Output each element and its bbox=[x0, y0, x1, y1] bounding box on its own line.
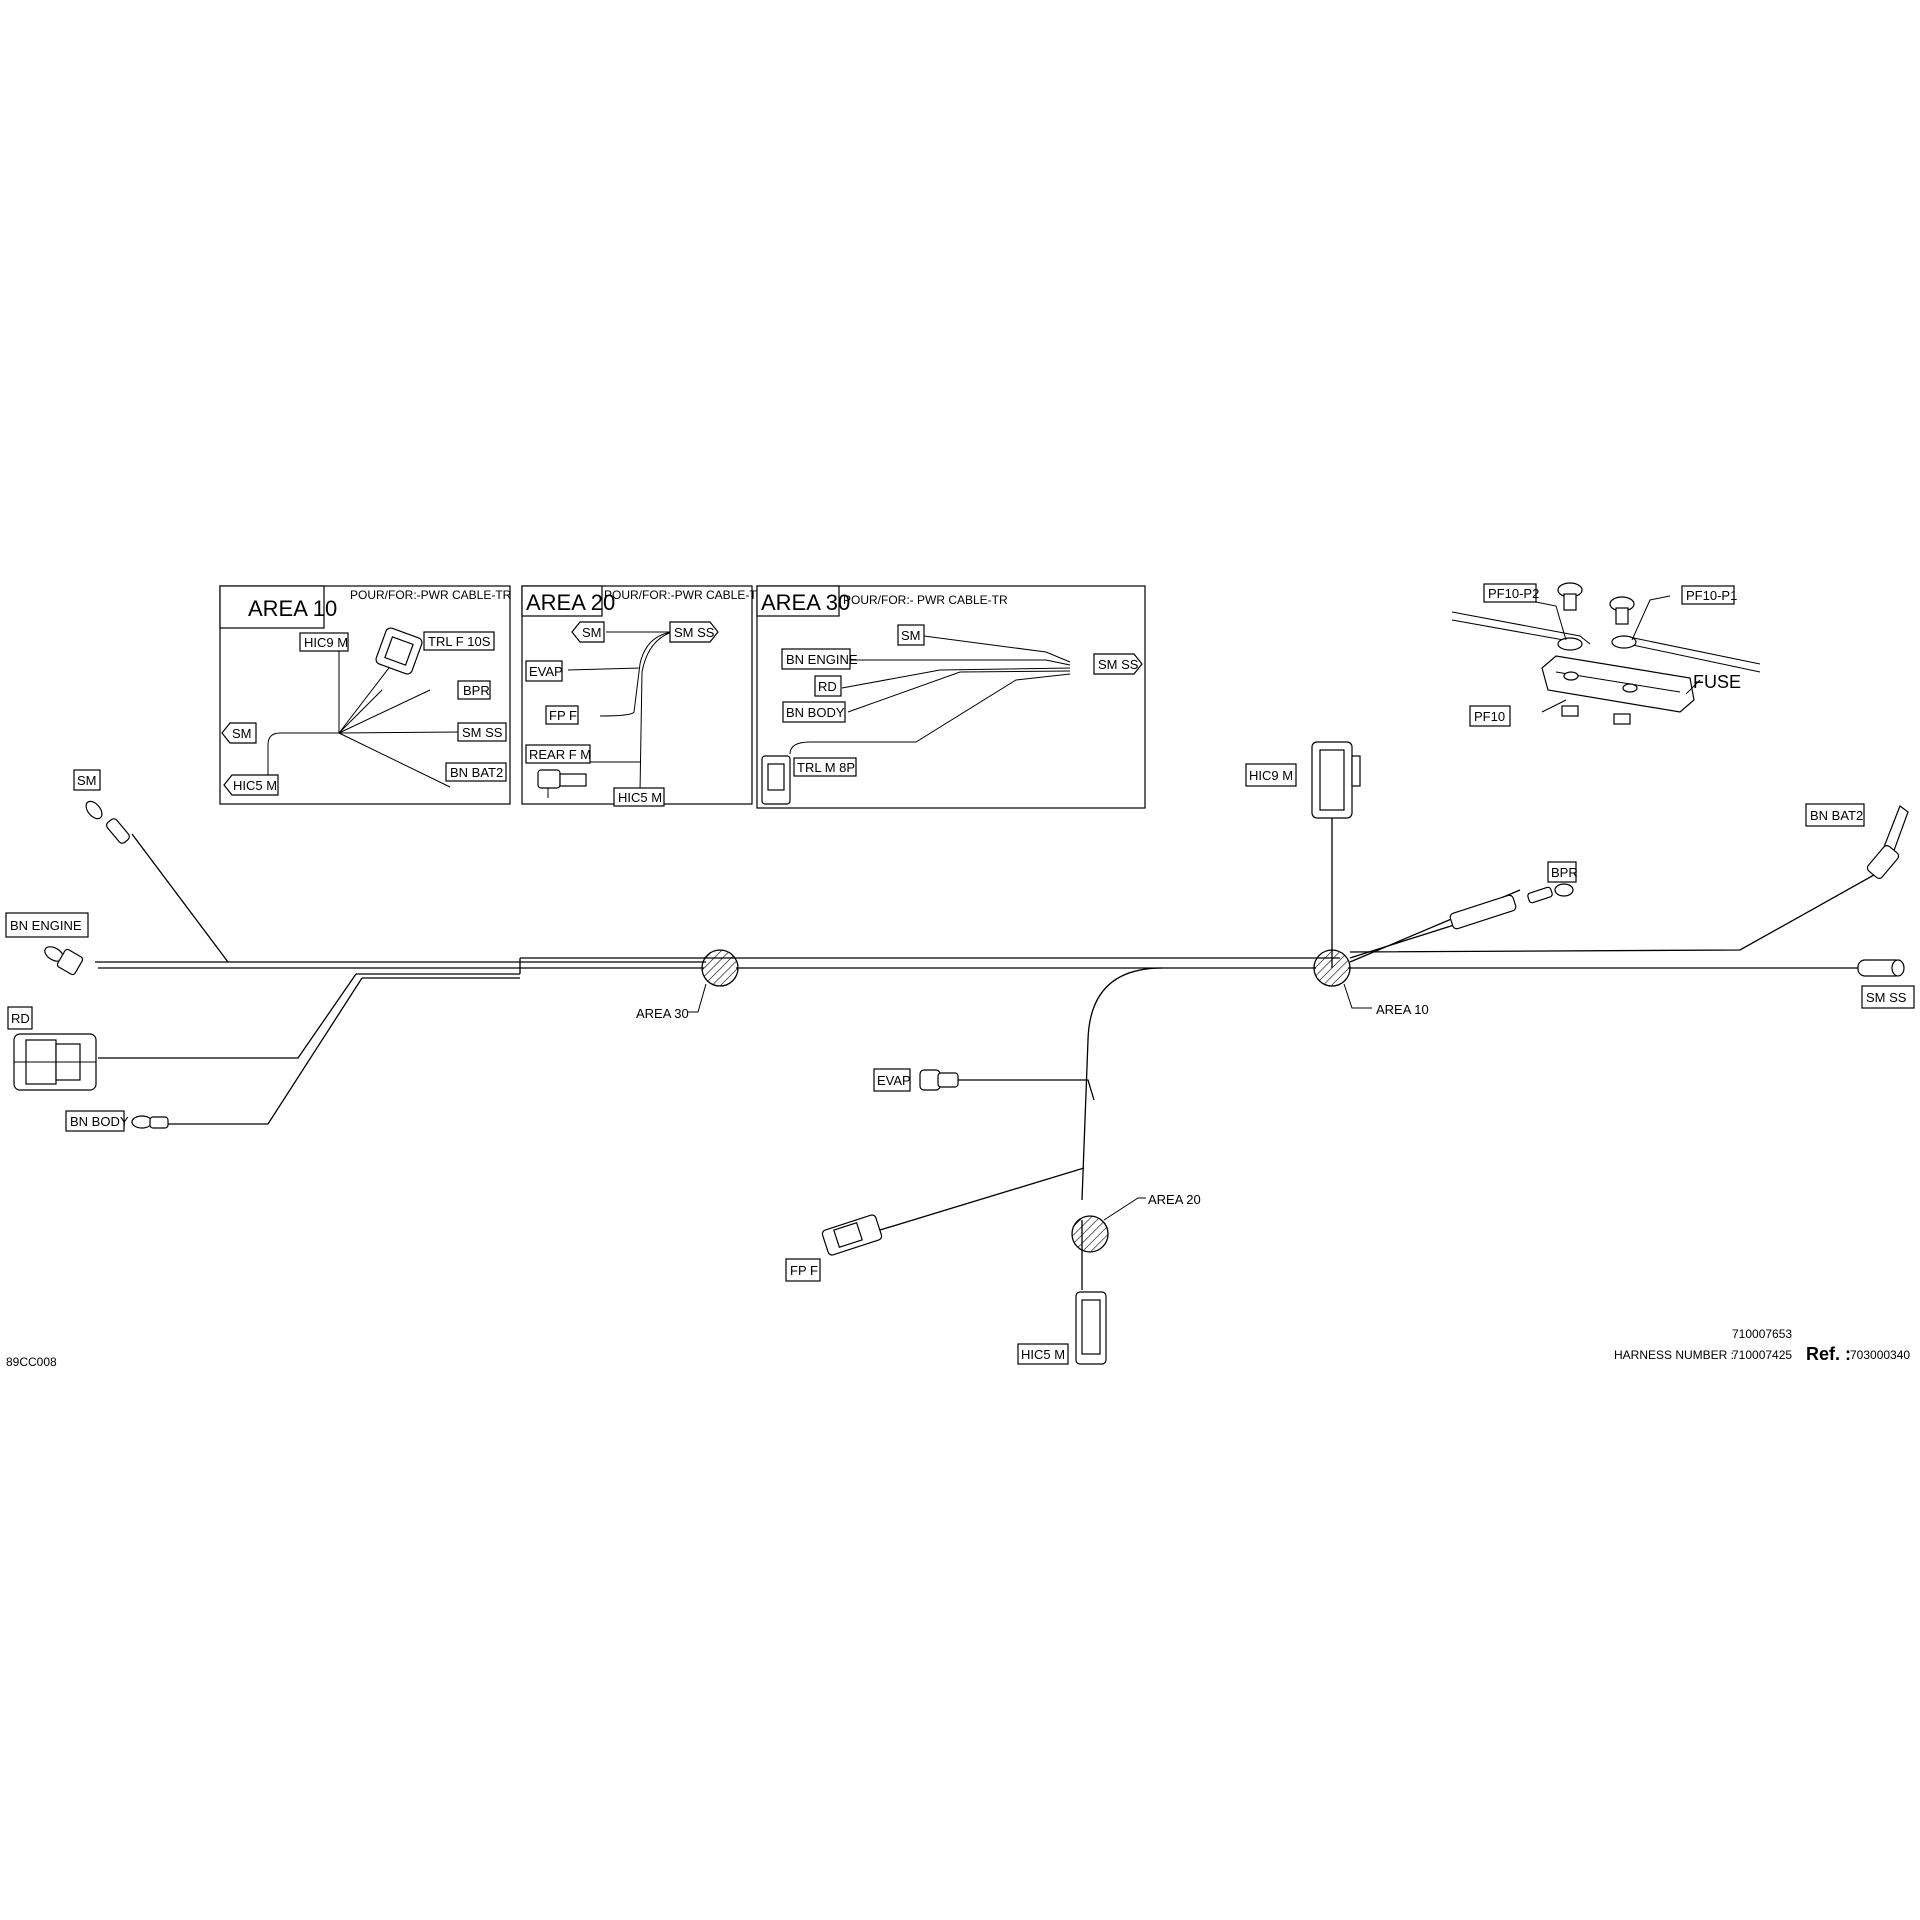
screw-p1-icon bbox=[1609, 596, 1637, 725]
fuse-detail: PF10-P2 PF10-P1 FUSE PF10 bbox=[1451, 582, 1761, 727]
area-10-label: AREA 10 bbox=[1376, 1002, 1429, 1017]
area10-pour: POUR/FOR:-PWR CABLE-TR bbox=[350, 588, 512, 602]
fuse-p2-label: PF10-P2 bbox=[1488, 586, 1539, 601]
evap-connector-icon bbox=[919, 1069, 959, 1091]
area30-engine-label: BN ENGINE bbox=[786, 652, 858, 667]
area-10-marker bbox=[1313, 949, 1351, 987]
area20-smss-label: SM SS bbox=[674, 625, 715, 640]
area-markers: AREA 30 AREA 10 AREA 20 bbox=[636, 949, 1429, 1253]
area10-bpr-label: BPR bbox=[463, 683, 490, 698]
area20-hic5-label: HIC5 M bbox=[618, 790, 662, 805]
inset-area-20: AREA 20 POUR/FOR:-PWR CABLE-TR SM SM SS … bbox=[521, 585, 766, 807]
area-20-label: AREA 20 bbox=[1148, 1192, 1201, 1207]
hic5-connector-icon bbox=[1075, 1291, 1107, 1365]
bn-engine-label: BN ENGINE bbox=[10, 918, 82, 933]
area-30-label: AREA 30 bbox=[636, 1006, 689, 1021]
harness-number-2: 710007425 bbox=[1732, 1348, 1792, 1362]
harness-number-label: HARNESS NUMBER : bbox=[1614, 1348, 1734, 1362]
area20-rear-label: REAR F M bbox=[529, 747, 591, 762]
area20-pour: POUR/FOR:-PWR CABLE-TR bbox=[604, 588, 766, 602]
area20-fpf-label: FP F bbox=[549, 708, 577, 723]
area10-hic5-label: HIC5 M bbox=[233, 778, 277, 793]
fuse-holder-icon bbox=[1541, 655, 1695, 713]
evap-label: EVAP bbox=[877, 1073, 911, 1088]
harness-number-1: 710007653 bbox=[1732, 1327, 1792, 1341]
rd-label: RD bbox=[11, 1011, 30, 1026]
rd-connector-icon bbox=[13, 1033, 97, 1091]
bn-body-label: BN BODY bbox=[70, 1114, 129, 1129]
hic5-label: HIC5 M bbox=[1021, 1347, 1065, 1362]
pf10-label: PF10 bbox=[1474, 709, 1505, 724]
sm-label: SM bbox=[77, 773, 97, 788]
area30-rd-label: RD bbox=[818, 679, 837, 694]
fuse-p1-label: PF10-P1 bbox=[1686, 588, 1737, 603]
area30-pour: POUR/FOR:- PWR CABLE-TR bbox=[843, 593, 1008, 607]
ref-value: 703000340 bbox=[1850, 1348, 1910, 1362]
fp-f-connector-icon bbox=[821, 1214, 883, 1256]
area30-sm-label: SM bbox=[901, 628, 921, 643]
inset-area-10: AREA 10 POUR/FOR:-PWR CABLE-TR HIC9 M TR… bbox=[219, 585, 512, 805]
hic9-connector-icon bbox=[1311, 741, 1361, 819]
area10-hic9-label: HIC9 M bbox=[304, 635, 348, 650]
area10-sm-label: SM bbox=[232, 726, 252, 741]
area20-title: AREA 20 bbox=[526, 590, 615, 615]
area10-title: AREA 10 bbox=[248, 596, 337, 621]
ref-label: Ref. : bbox=[1806, 1344, 1851, 1364]
hic9-label: HIC9 M bbox=[1249, 768, 1293, 783]
area30-smss-label: SM SS bbox=[1098, 657, 1139, 672]
sm-ss-terminal-icon bbox=[1857, 959, 1905, 977]
fuse-label: FUSE bbox=[1693, 672, 1741, 692]
area20-sm-label: SM bbox=[582, 625, 602, 640]
fp-f-label: FP F bbox=[790, 1263, 818, 1278]
area-20-marker bbox=[1071, 1215, 1109, 1253]
area10-bat2-label: BN BAT2 bbox=[450, 765, 503, 780]
bn-bat2-label: BN BAT2 bbox=[1810, 808, 1863, 823]
area10-trl-label: TRL F 10S bbox=[428, 634, 491, 649]
trl-8p-connector-icon bbox=[761, 755, 791, 805]
area30-body-label: BN BODY bbox=[786, 705, 845, 720]
area20-evap-label: EVAP bbox=[529, 664, 563, 679]
screw-p2-icon bbox=[1557, 582, 1583, 717]
area-30-marker bbox=[701, 949, 739, 987]
bn-body-terminal-icon bbox=[131, 1115, 169, 1129]
main-harness-wires bbox=[95, 818, 1891, 1290]
rear-sensor-icon bbox=[537, 769, 587, 798]
bn-engine-terminal-icon bbox=[44, 946, 84, 976]
trl-connector-icon bbox=[375, 627, 423, 675]
bpr-fuse-icon bbox=[1449, 883, 1574, 930]
drawing-code: 89CC008 bbox=[6, 1355, 57, 1369]
inset-area-30: AREA 30 POUR/FOR:- PWR CABLE-TR SM BN EN… bbox=[756, 585, 1146, 809]
sm-ss-label: SM SS bbox=[1866, 990, 1907, 1005]
sm-terminal-icon bbox=[85, 800, 130, 844]
area30-trl-label: TRL M 8P bbox=[797, 760, 855, 775]
bn-bat2-terminal-icon bbox=[1866, 805, 1909, 880]
bpr-label: BPR bbox=[1551, 865, 1578, 880]
area30-title: AREA 30 bbox=[761, 590, 850, 615]
area10-smss-label: SM SS bbox=[462, 725, 503, 740]
